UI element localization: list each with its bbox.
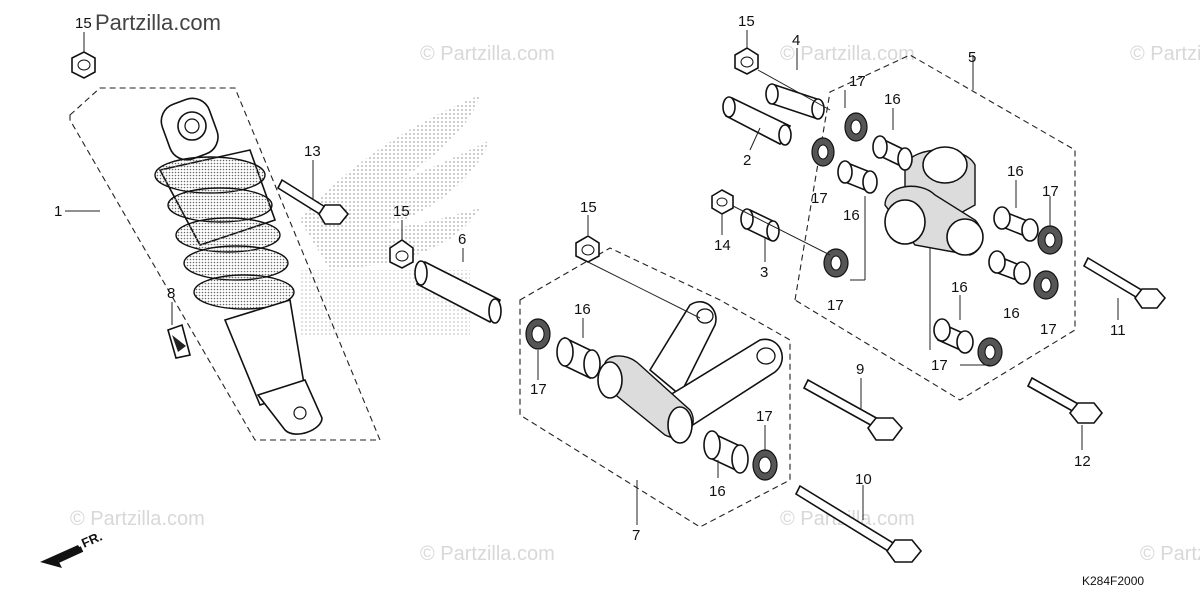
brand-watermark: Partzilla.com bbox=[95, 10, 221, 35]
watermark: © Partzilla.com bbox=[1140, 543, 1200, 565]
dust-seal-17-link-left[interactable] bbox=[525, 318, 551, 350]
nut-15-link[interactable] bbox=[575, 235, 600, 263]
callout-17: 17 bbox=[811, 190, 828, 207]
watermark: © Partzilla.com bbox=[70, 508, 205, 530]
callout-15: 15 bbox=[75, 15, 92, 32]
callout-3: 3 bbox=[760, 264, 768, 281]
callout-10: 10 bbox=[855, 471, 872, 488]
callout-17: 17 bbox=[931, 357, 948, 374]
collar-3[interactable] bbox=[740, 208, 780, 242]
callout-15: 15 bbox=[738, 13, 755, 30]
bolt-10[interactable] bbox=[794, 484, 923, 563]
watermark: © Partzilla.com bbox=[780, 43, 915, 65]
front-label: FR. bbox=[79, 529, 104, 551]
callout-17: 17 bbox=[756, 408, 773, 425]
callout-11: 11 bbox=[1110, 322, 1126, 339]
shock-outline bbox=[69, 87, 381, 441]
callout-16: 16 bbox=[951, 279, 968, 296]
callout-16: 16 bbox=[884, 91, 901, 108]
watermark: © Partzilla.com bbox=[420, 543, 555, 565]
callout-17: 17 bbox=[530, 381, 547, 398]
arm-bearings-seals[interactable] bbox=[811, 112, 1063, 367]
rear-shock-absorber[interactable] bbox=[154, 93, 323, 435]
spring bbox=[154, 156, 295, 310]
callout-16: 16 bbox=[709, 483, 726, 500]
callouts: 1 2 3 4 5 6 7 8 9 10 11 12 13 14 15 15 1… bbox=[54, 13, 1126, 544]
diagram-code: K284F2000 bbox=[1082, 574, 1144, 588]
collar-6[interactable] bbox=[414, 260, 502, 324]
bolt-9[interactable] bbox=[802, 378, 904, 441]
callout-9: 9 bbox=[856, 361, 864, 378]
front-direction-arrow: FR. bbox=[40, 529, 104, 568]
collar-2[interactable] bbox=[722, 96, 792, 146]
callout-17: 17 bbox=[1040, 321, 1057, 338]
callout-8: 8 bbox=[167, 285, 175, 302]
callout-16: 16 bbox=[574, 301, 591, 318]
bolt-12[interactable] bbox=[1026, 376, 1104, 424]
callout-5: 5 bbox=[968, 49, 976, 66]
callout-14: 14 bbox=[714, 237, 731, 254]
callout-16: 16 bbox=[1007, 163, 1024, 180]
nut-14[interactable] bbox=[711, 189, 734, 215]
cushion-link-7[interactable] bbox=[597, 301, 784, 444]
watermark: © Partzilla.com bbox=[1130, 43, 1200, 65]
link-outline bbox=[519, 247, 791, 528]
cushion-arm-5[interactable] bbox=[884, 146, 984, 256]
bearing-16-link-right[interactable] bbox=[703, 430, 749, 474]
caution-label-8[interactable] bbox=[167, 323, 191, 359]
callout-17: 17 bbox=[849, 73, 866, 90]
bearing-16-link-left[interactable] bbox=[556, 336, 601, 380]
callout-17: 17 bbox=[1042, 183, 1059, 200]
watermark: © Partzilla.com bbox=[420, 43, 555, 65]
collar-4[interactable] bbox=[765, 83, 825, 120]
bolt-11[interactable] bbox=[1082, 256, 1167, 309]
callout-12: 12 bbox=[1074, 453, 1091, 470]
callout-15: 15 bbox=[580, 199, 597, 216]
callout-17: 17 bbox=[827, 297, 844, 314]
callout-7: 7 bbox=[632, 527, 640, 544]
leader-lines bbox=[65, 30, 1119, 525]
callout-16: 16 bbox=[843, 207, 860, 224]
callout-15: 15 bbox=[393, 203, 410, 220]
arm-outline bbox=[794, 54, 1076, 401]
callout-13: 13 bbox=[304, 143, 321, 160]
bolt-13[interactable] bbox=[276, 178, 350, 225]
dust-seal-17-link-right[interactable] bbox=[752, 449, 778, 481]
callout-1: 1 bbox=[54, 203, 62, 220]
callout-6: 6 bbox=[458, 231, 466, 248]
callout-2: 2 bbox=[743, 152, 751, 169]
nut-15-arm[interactable] bbox=[734, 47, 759, 75]
callout-16: 16 bbox=[1003, 305, 1020, 322]
callout-4: 4 bbox=[792, 32, 800, 49]
nut-15-top-left[interactable] bbox=[71, 51, 96, 79]
